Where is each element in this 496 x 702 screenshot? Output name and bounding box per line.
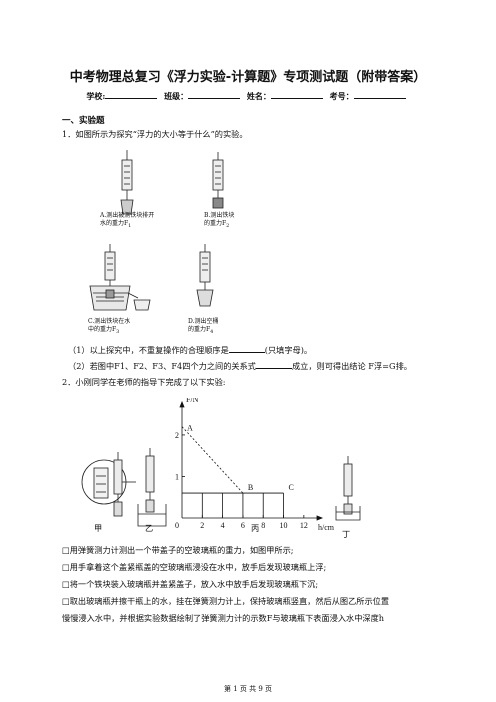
point-label-b: B [248, 483, 253, 492]
y-axis-label: F/N [186, 398, 199, 404]
q2-step-4: □取出玻璃瓶并擦干瓶上的水，挂在弹簧测力计上，保持玻璃瓶竖直，然后从图乙所示位置 [62, 596, 390, 606]
bottle-jia [113, 501, 123, 517]
x-axis-arrow [316, 515, 324, 521]
caption-c-line1: C.测出铁块在水 [88, 318, 131, 325]
caption-c: C.测出铁块在水 中的重力F3 [88, 318, 130, 336]
caption-d: D.测出空桶 的重力F4 [188, 318, 219, 336]
caption-c-sub: 3 [116, 329, 120, 336]
student-info-line: 学校: 班级： 姓名： 考号： [0, 90, 496, 102]
x-tick-label: 6 [241, 521, 245, 530]
y-tick-label: 1 [175, 472, 179, 481]
exam-no-label: 考号： [329, 91, 354, 101]
page-title: 中考物理总复习《浮力实验-计算题》专项测试题（附带答案） [69, 70, 427, 85]
page-footer: 第 1 页 共 9 页 [223, 685, 273, 693]
q1-sub2: （2）若图中F1、F2、F3、F4四个力之间的关系式 成立，则可得出结论 F浮=G… [68, 360, 412, 372]
spring-scale-d [196, 244, 214, 307]
point-label-c: C [289, 483, 294, 492]
point-label-a: A [187, 424, 193, 433]
q2-apparatus-right [335, 456, 361, 521]
x-tick-label: 0 [175, 521, 179, 530]
y-axis-arrow [179, 400, 185, 408]
spring-scale-c [89, 244, 151, 311]
q2-stem: 2．小刚同学在老师的指导下完成了以下实验: [62, 376, 226, 388]
q1-apparatus-figure [89, 150, 214, 311]
x-tick-label: 4 [221, 521, 225, 530]
x-tick-label: 8 [261, 521, 265, 530]
caption-b-sub: 2 [226, 223, 230, 230]
caption-a-line2: 水的重力F [100, 220, 129, 227]
caption-d-line1: D.测出空桶 [188, 318, 219, 325]
caption-d-line2: 的重力F [188, 326, 211, 333]
q1-sub2-end: 排。 [395, 361, 412, 371]
segment-ab [181, 426, 244, 494]
q2-number: 2． [62, 377, 76, 387]
q2-step-1: □用弹簧测力计测出一个带盖子的空玻璃瓶的重力，如图甲所示; [62, 545, 294, 555]
school-blank[interactable] [105, 90, 158, 99]
q1-sub2-mid: 四个力之间的关系式 [182, 361, 256, 371]
bottle-yi [145, 499, 155, 513]
section-heading: 一、实验题 [62, 116, 105, 126]
water-beaker-ding [335, 506, 361, 521]
x-axis-label: h/cm [318, 523, 335, 532]
label-yi: 乙 [145, 523, 154, 533]
x-tick-label: 2 [200, 521, 204, 530]
q2-stem-text: 小刚同学在老师的指导下完成了以下实验: [75, 377, 226, 387]
q2-apparatus-left [81, 448, 167, 527]
school-label: 学校: [86, 91, 106, 101]
x-tick-label: 12 [300, 521, 308, 530]
q1-sub1-prefix: （1）以上探究中，不重复操作的合理顺序是 [68, 345, 229, 355]
q1-sub1: （1）以上探究中，不重复操作的合理顺序是 (只填字母)。 [68, 344, 312, 356]
spring-scale-a [120, 150, 134, 215]
q1-sub1-answer-blank[interactable] [228, 344, 265, 353]
label-ding: 丁 [342, 529, 351, 539]
q2-step-5: 慢慢浸入水中，并根据实验数据绘制了弹簧测力计的示数F与玻璃瓶下表面浸入水中深度h [62, 613, 385, 623]
caption-d-sub: 4 [210, 329, 214, 336]
name-label: 姓名： [246, 91, 271, 101]
water-beaker-yi [137, 504, 167, 527]
caption-b-line2: 的重力F [204, 220, 227, 227]
label-jia: 甲 [94, 523, 103, 533]
q1-sub2-prefix: （2）若图中F [68, 361, 120, 371]
spring-scale-b [212, 152, 224, 209]
spring-scale-yi [145, 455, 155, 493]
spring-scale-b-figure [212, 152, 224, 209]
q1-number: 1． [62, 129, 76, 139]
q2-step-2: □用手拿着这个盖紧瓶盖的空玻璃瓶浸没在水中，放手后发现玻璃瓶上浮; [62, 562, 327, 572]
q2-step-3: □将一个铁块装入玻璃瓶并盖紧盖子，放入水中放手后发现玻璃瓶下沉; [62, 579, 319, 589]
bottle-ding [343, 503, 353, 515]
caption-a-sub: 1 [128, 223, 132, 230]
q1-sub2-answer-blank[interactable] [255, 360, 292, 369]
caption-c-line2: 中的重力F [88, 326, 117, 333]
class-label: 班级： [164, 91, 189, 101]
q1-sub2-suffix: 成立，则可得出结论 F [291, 361, 374, 371]
exam-no-blank[interactable] [353, 90, 406, 99]
caption-a: A.测出被测铁块排开 水的重力F1 [100, 212, 154, 230]
q1-sub2-vars: 1、F2、F3、F4 [119, 361, 183, 371]
spring-scale-ding [343, 463, 353, 497]
q1-stem: 1．如图所示为探究“浮力的大小等于什么”的实验。 [62, 128, 248, 140]
q1-sub1-suffix: (只填字母)。 [264, 345, 313, 355]
x-tick-label: 10 [280, 521, 288, 530]
q1-sub2-eq: 浮=G [373, 361, 396, 371]
name-blank[interactable] [270, 90, 323, 99]
spring-scale-jia [113, 459, 123, 495]
q1-stem-text: 如图所示为探究“浮力的大小等于什么”的实验。 [75, 129, 248, 139]
caption-b-line1: B.测出铁块 [204, 212, 235, 219]
class-blank[interactable] [188, 90, 241, 99]
caption-b: B.测出铁块 的重力F2 [204, 212, 234, 230]
label-bing: 丙 [251, 523, 260, 533]
y-tick-label: 2 [175, 431, 179, 440]
caption-a-line1: A.测出被测铁块排开 [100, 212, 155, 219]
